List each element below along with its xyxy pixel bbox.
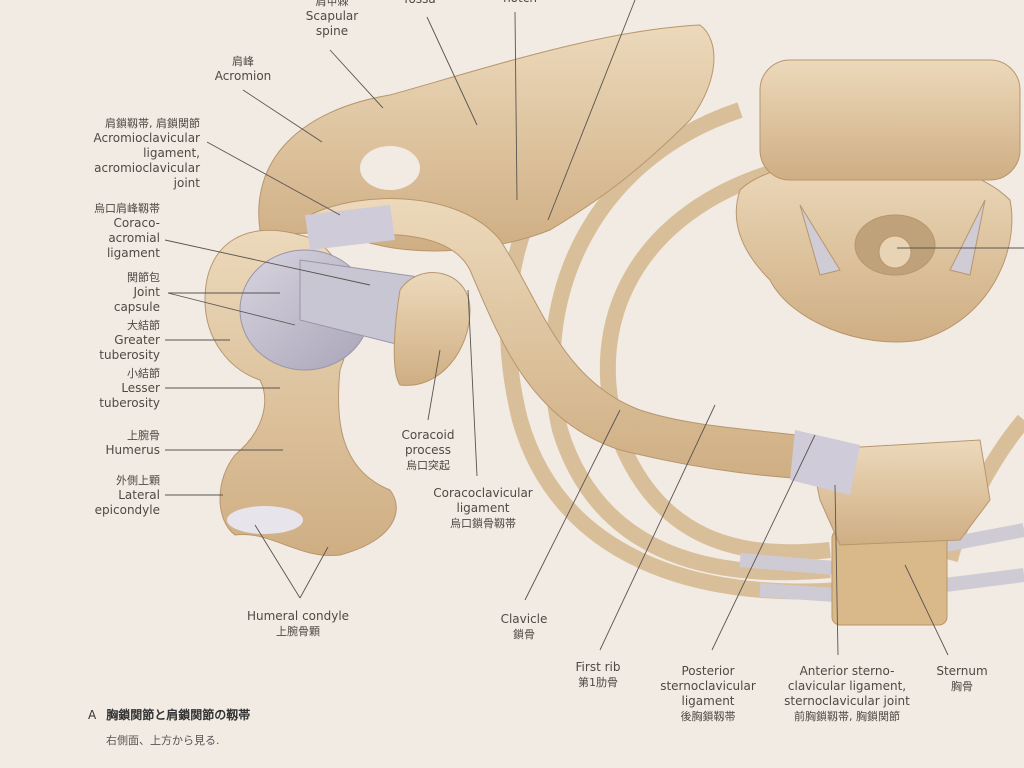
label-anterior-sternoclavicular: Anterior sterno- clavicular ligament, st… <box>784 664 910 724</box>
label-en: sternoclavicular joint <box>784 694 910 708</box>
label-jp: 肩峰 <box>231 55 254 68</box>
label-notch: notch <box>503 0 537 6</box>
label-jp: 後胸鎖靱帯 <box>680 710 736 723</box>
label-jp: 鎖骨 <box>512 628 535 641</box>
label-jp: 前胸鎖靱帯, 胸鎖関節 <box>793 710 900 723</box>
caption-title: 胸鎖関節と肩鎖関節の靱帯 <box>106 708 251 722</box>
caption-subtitle: 右側面、上方から見る. <box>106 734 220 747</box>
label-en: acromioclavicular <box>94 161 200 175</box>
label-en: Coracoclavicular <box>433 486 533 500</box>
label-en: Anterior sterno- <box>799 664 895 678</box>
label-en: capsule <box>113 300 160 314</box>
label-en: Sternum <box>936 664 988 678</box>
label-greater-tuberosity: 大結節 Greater tuberosity <box>99 318 160 363</box>
label-en: Scapular <box>305 9 359 23</box>
label-jp: 上腕骨 <box>127 429 160 442</box>
label-jp: 大結節 <box>127 319 160 332</box>
label-coracoid-process: Coracoid process 烏口突起 <box>402 428 455 473</box>
label-en: spine <box>315 24 349 38</box>
label-en: ligament <box>456 501 510 515</box>
label-en: Acromioclavicular <box>93 131 200 145</box>
label-en: fossa <box>404 0 435 7</box>
label-en: ligament <box>681 694 735 708</box>
label-jp: 烏口肩峰靱帯 <box>94 202 160 215</box>
label-en: Acromion <box>214 69 272 83</box>
label-en: Greater <box>114 333 160 347</box>
label-en: ligament <box>106 246 160 260</box>
label-en: ligament, <box>143 146 200 160</box>
label-en: process <box>404 443 452 457</box>
label-en: acromial <box>108 231 160 245</box>
label-en: Humerus <box>105 443 161 457</box>
label-lateral-epicondyle: 外側上顆 Lateral epicondyle <box>95 473 160 518</box>
label-en: Coracoid <box>401 428 455 442</box>
label-jp: 第1肋骨 <box>577 676 618 689</box>
caption-letter: A <box>88 708 97 722</box>
label-en: notch <box>503 0 537 6</box>
label-jp: 烏口突起 <box>406 459 450 472</box>
scapula-shape <box>258 24 715 252</box>
coracoid-shape <box>393 272 471 386</box>
label-humeral-condyle: Humeral condyle 上腕骨顆 <box>247 609 349 639</box>
label-en: joint <box>173 176 200 190</box>
label-fossa: fossa <box>404 0 435 7</box>
label-en: tuberosity <box>99 348 160 362</box>
costal-cartilage <box>739 523 1024 602</box>
label-en: Joint <box>133 285 160 299</box>
label-scapular-spine: 肩甲棘 Scapular spine <box>306 0 358 39</box>
label-en: tuberosity <box>99 396 160 410</box>
label-jp: 烏口鎖骨靱帯 <box>450 517 516 530</box>
label-clavicle: Clavicle 鎖骨 <box>501 612 548 642</box>
label-en: clavicular ligament, <box>787 679 907 693</box>
label-sternum: Sternum 胸骨 <box>936 664 987 694</box>
label-humerus: 上腕骨 Humerus <box>106 428 161 458</box>
label-en: First rib <box>575 660 621 674</box>
label-coracoacromial: 烏口肩峰靱帯 Coraco- acromial ligament <box>94 201 160 261</box>
label-coracoclavicular: Coracoclavicular ligament 烏口鎖骨靱帯 <box>433 486 533 531</box>
label-acromioclavicular: 肩鎖靱帯, 肩鎖関節 Acromioclavicular ligament, a… <box>93 116 200 191</box>
label-first-rib: First rib 第1肋骨 <box>576 660 621 690</box>
label-jp: 肩甲棘 <box>315 0 349 8</box>
label-jp: 胸骨 <box>950 680 973 693</box>
label-jp: 関節包 <box>127 271 160 284</box>
label-en: Coraco- <box>113 216 161 230</box>
label-en: Clavicle <box>500 612 548 626</box>
label-joint-capsule: 関節包 Joint capsule <box>114 270 160 315</box>
label-jp: 小結節 <box>127 367 160 380</box>
label-jp: 上腕骨顆 <box>276 625 320 638</box>
label-lesser-tuberosity: 小結節 Lesser tuberosity <box>99 366 160 411</box>
label-en: Lateral <box>118 488 160 502</box>
leader-lines <box>164 0 1024 656</box>
label-jp: 外側上顆 <box>116 474 160 487</box>
label-en: sternoclavicular <box>660 679 756 693</box>
label-en: Lesser <box>121 381 160 395</box>
label-jp: 肩鎖靱帯, 肩鎖関節 <box>105 117 200 130</box>
label-acromion: 肩峰 Acromion <box>215 54 272 84</box>
figure-caption: A 胸鎖関節と肩鎖関節の靱帯 <box>88 706 250 723</box>
label-en: Humeral condyle <box>246 609 350 623</box>
vertebral-column <box>735 59 1021 343</box>
label-en: epicondyle <box>94 503 160 517</box>
label-posterior-sternoclavicular: Posterior sternoclavicular ligament 後胸鎖靱… <box>660 664 756 724</box>
label-en: Posterior <box>681 664 735 678</box>
